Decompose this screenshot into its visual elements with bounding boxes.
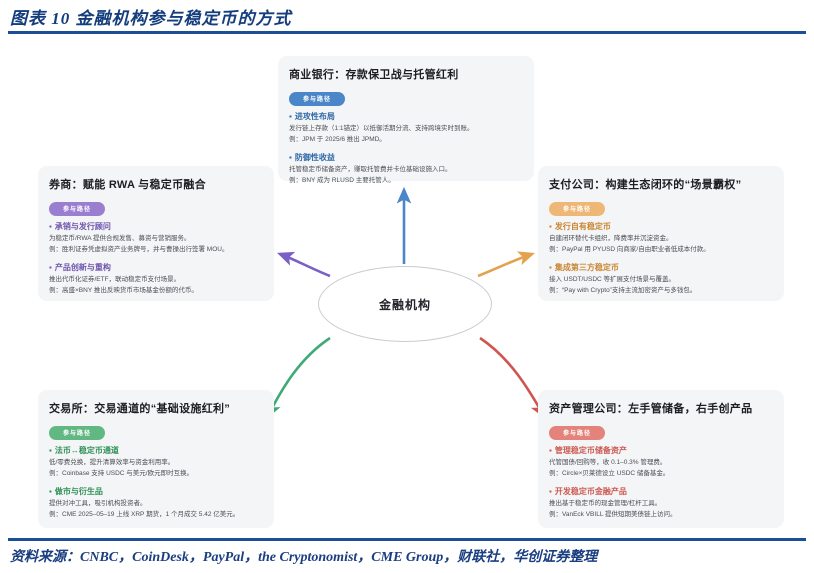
card-section: ▪法币↔稳定币通道 低/零费兑换，提升清算效率与资金利用率。 例：Coinbas… <box>49 445 263 479</box>
card-section: ▪开发稳定币金融产品 推出基于稳定币的现金管理/杠杆工具。 例：VanEck V… <box>549 486 773 520</box>
bullet-icon: ▪ <box>549 263 552 273</box>
bullet-icon: ▪ <box>549 487 552 497</box>
section-heading: ▪做市与衍生品 <box>49 487 103 497</box>
section-heading: ▪进攻性布局 <box>289 112 335 121</box>
participation-path-badge: 参与路径 <box>549 202 606 216</box>
card-section: ▪防御性收益 托管稳定币储备资产，赚取托管费并卡位基础设施入口。 例：BNY 成… <box>289 152 523 186</box>
bullet-icon: ▪ <box>49 487 52 497</box>
section-heading: ▪防御性收益 <box>289 153 335 163</box>
card-commercial-bank[interactable]: 商业银行：存款保卫战与托管红利 参与路径 ▪进攻性布局 发行链上存款（1:1锚定… <box>278 56 534 184</box>
arrow-to-broker <box>277 251 331 278</box>
participation-path-badge: 参与路径 <box>49 426 106 440</box>
card-exchange[interactable]: 交易所：交易通道的“基础设施红利” 参与路径 ▪法币↔稳定币通道 低/零费兑换，… <box>38 390 274 528</box>
card-broker[interactable]: 券商：赋能 RWA 与稳定币融合 参与路径 ▪承销与发行顾问 为稳定币/RWA … <box>38 166 274 301</box>
arrow-to-exchange <box>266 336 331 419</box>
bullet-icon: ▪ <box>49 263 52 273</box>
section-line: 代管国债/回购等，收 0.1–0.3% 管理费。 <box>549 459 667 466</box>
section-line: 提供对冲工具，吸引机构投资者。 <box>49 500 147 508</box>
page-title: 图表 10 金融机构参与稳定币的方式 <box>10 9 292 28</box>
section-example: 例：“Pay with Crypto”支持主流加密资产与多钱包。 <box>549 287 697 295</box>
card-title: 券商：赋能 RWA 与稳定币融合 <box>49 179 206 191</box>
bullet-icon: ▪ <box>49 222 52 231</box>
section-line: 发行链上存款（1:1锚定）以抵御活期分流、支持跨境实时到账。 <box>289 125 474 132</box>
section-heading: ▪集成第三方稳定币 <box>549 263 619 273</box>
participation-path-badge: 参与路径 <box>289 92 346 106</box>
arrow-to-payment-company <box>477 251 535 278</box>
card-asset-management[interactable]: 资产管理公司：左手管储备，右手创产品 参与路径 ▪管理稳定币储备资产 代管国债/… <box>538 390 784 528</box>
arrow-to-asset-management <box>479 336 546 419</box>
card-section: ▪发行自有稳定币 自建闭环替代卡组织，降费率并沉淀资金。 例：PayPal 用 … <box>549 221 773 255</box>
card-section: ▪管理稳定币储备资产 代管国债/回购等，收 0.1–0.3% 管理费。 例：Ci… <box>549 445 773 479</box>
figure-header: 图表 10 金融机构参与稳定币的方式 <box>0 0 814 38</box>
section-example: 例：高盛×BNY 推出反映货币市场基金份额的代币。 <box>49 287 198 295</box>
section-line: 推出基于稳定币的现金管理/杠杆工具。 <box>549 500 662 508</box>
section-example: 例：CME 2025–05–19 上线 XRP 期货，1 个月成交 5.42 亿… <box>49 511 240 519</box>
card-title: 商业银行：存款保卫战与托管红利 <box>289 69 459 81</box>
section-line: 推出代币化证券/ETF，联动稳定币支付场景。 <box>49 276 181 284</box>
bullet-icon: ▪ <box>549 222 552 231</box>
card-title: 支付公司：构建生态闭环的“场景霸权” <box>549 179 742 191</box>
footer-divider <box>8 538 806 541</box>
section-heading: ▪承销与发行顾问 <box>49 222 111 231</box>
section-heading: ▪法币↔稳定币通道 <box>49 446 119 455</box>
section-example: 例：JPM 于 2025/6 推出 JPMD。 <box>289 135 386 143</box>
bullet-icon: ▪ <box>289 112 292 121</box>
section-example: 例：Coinbase 支持 USDC 与美元/欧元即时互换。 <box>49 469 194 477</box>
section-line: 托管稳定币储备资产，赚取托管费并卡位基础设施入口。 <box>289 166 452 174</box>
source-note: 资料来源：CNBC，CoinDesk，PayPal，the Cryptonomi… <box>10 550 598 565</box>
bullet-icon: ▪ <box>549 446 552 455</box>
section-line: 低/零费兑换，提升清算效率与资金利用率。 <box>49 459 175 466</box>
section-example: 例：VanEck VBILL 提供短期美债链上访问。 <box>549 511 677 519</box>
center-node: 金融机构 <box>318 266 492 342</box>
section-heading: ▪发行自有稳定币 <box>549 222 611 231</box>
card-section: ▪做市与衍生品 提供对冲工具，吸引机构投资者。 例：CME 2025–05–19… <box>49 486 263 520</box>
card-title: 交易所：交易通道的“基础设施红利” <box>49 403 231 415</box>
card-section: ▪集成第三方稳定币 接入 USDT/USDC 等扩展支付场景与覆盖。 例：“Pa… <box>549 262 773 296</box>
section-example: 例：PayPal 用 PYUSD 向商家/自由职业者低成本付款。 <box>549 245 710 253</box>
section-heading: ▪管理稳定币储备资产 <box>549 446 627 455</box>
card-payment-company[interactable]: 支付公司：构建生态闭环的“场景霸权” 参与路径 ▪发行自有稳定币 自建闭环替代卡… <box>538 166 784 301</box>
section-example: 例：BNY 成为 RLUSD 主要托管人。 <box>289 177 395 185</box>
header-divider <box>8 31 806 34</box>
bullet-icon: ▪ <box>49 446 52 455</box>
card-section: ▪承销与发行顾问 为稳定币/RWA 提供合规发售、募资与营销服务。 例：胜利证券… <box>49 221 263 255</box>
center-node-label: 金融机构 <box>378 297 431 312</box>
section-heading: ▪开发稳定币金融产品 <box>549 487 627 497</box>
section-line: 接入 USDT/USDC 等扩展支付场景与覆盖。 <box>549 276 676 284</box>
card-title: 资产管理公司：左手管储备，右手创产品 <box>549 403 753 415</box>
diagram-canvas: 金融机构 商业银行：存款保卫战与托管红利 参与路径 ▪进攻性布局 发行链上存款（… <box>0 38 814 538</box>
bullet-icon: ▪ <box>289 153 292 163</box>
section-line: 自建闭环替代卡组织，降费率并沉淀资金。 <box>549 235 673 242</box>
section-heading: ▪产品创新与重构 <box>49 263 111 273</box>
section-line: 为稳定币/RWA 提供合规发售、募资与营销服务。 <box>49 235 191 242</box>
card-section: ▪产品创新与重构 推出代币化证券/ETF，联动稳定币支付场景。 例：高盛×BNY… <box>49 262 263 296</box>
participation-path-badge: 参与路径 <box>49 202 106 216</box>
card-section: ▪进攻性布局 发行链上存款（1:1锚定）以抵御活期分流、支持跨境实时到账。 例：… <box>289 111 523 145</box>
participation-path-badge: 参与路径 <box>549 426 606 440</box>
section-example: 例：胜利证券凭虚拟资产业务牌号，并与曹操出行签署 MOU。 <box>49 245 229 253</box>
section-example: 例：Circle×贝莱德设立 USDC 储备基金。 <box>549 469 670 477</box>
